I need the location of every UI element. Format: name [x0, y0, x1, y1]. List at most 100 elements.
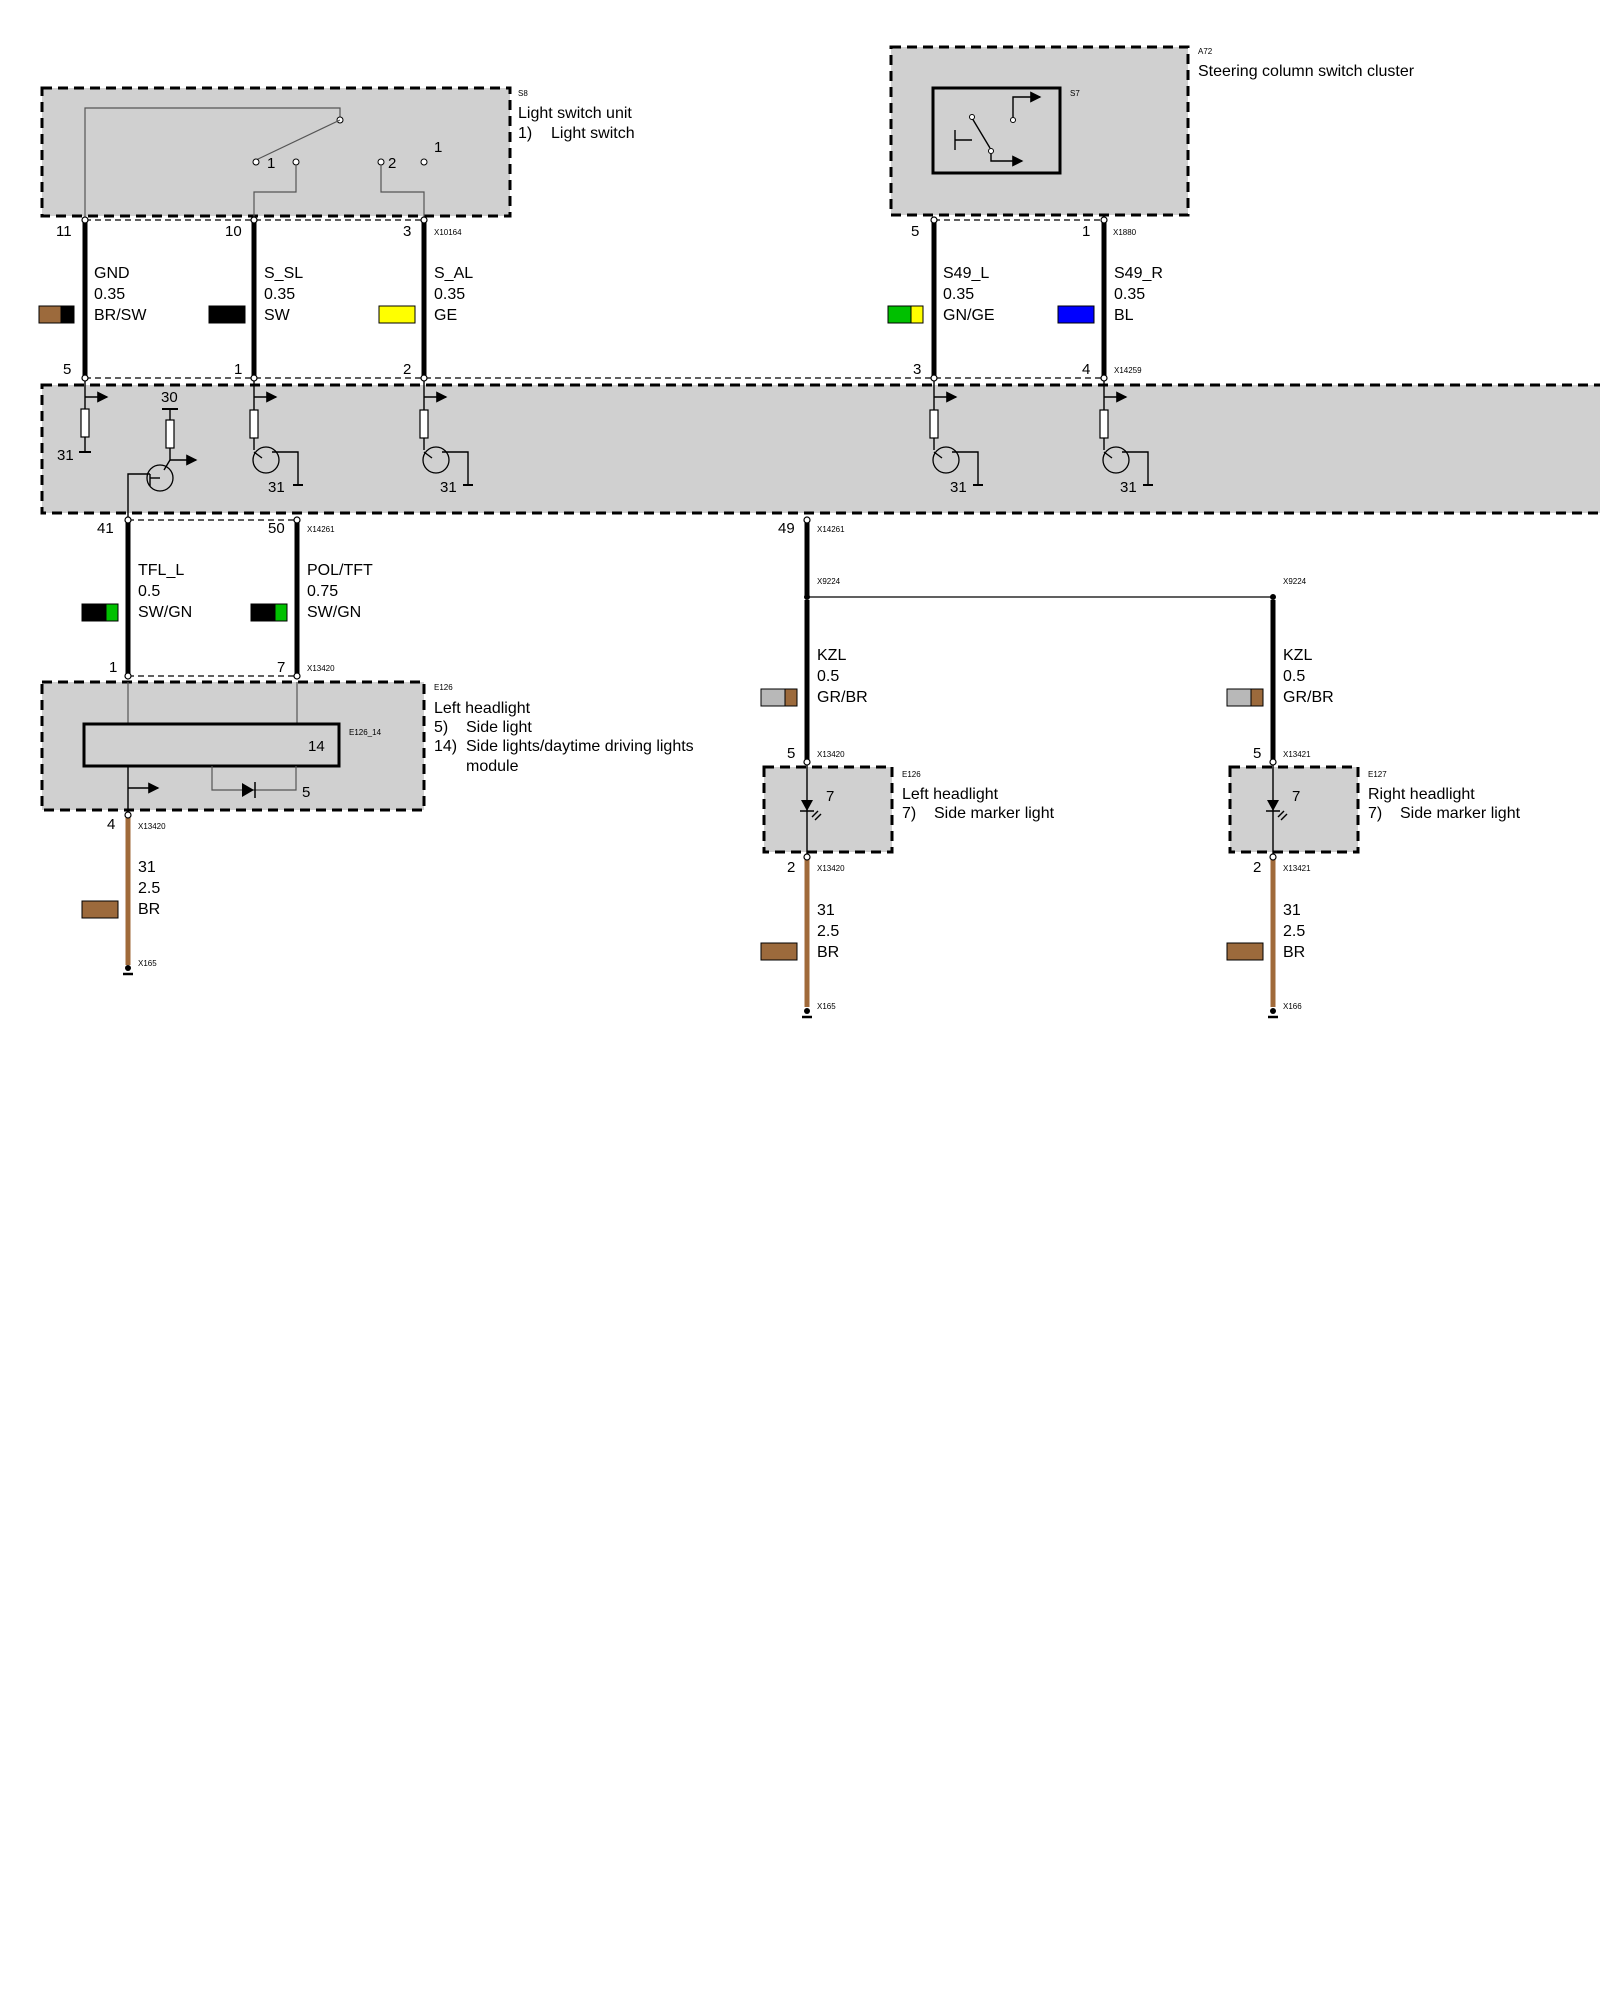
wire-color-swatch	[250, 603, 276, 622]
wire-name: S_SL	[264, 265, 303, 282]
pin-number: 1	[1082, 223, 1090, 240]
wire-size: 0.35	[434, 286, 465, 303]
wire-color: GN/GE	[943, 307, 995, 324]
wire-name: S49_R	[1114, 265, 1163, 282]
component-item-label: Side light	[466, 719, 532, 736]
wire-s49-r: S49_R 0.35 BL	[1057, 220, 1163, 378]
wire-color-swatch	[887, 305, 912, 324]
wire-color: BR	[817, 944, 839, 961]
supply-label: 30	[161, 389, 178, 406]
pin-number: 2	[1253, 859, 1261, 876]
wire-ground-31: 31 2.5 BR X165	[81, 815, 160, 976]
component-item-num: 14)	[434, 738, 457, 755]
steering-column-switch-cluster: S7 A72 Steering column switch cluster	[889, 45, 1415, 217]
component-item-num: 7)	[1368, 805, 1382, 822]
wire-s-sl: S_SL 0.35 SW	[208, 220, 303, 378]
component-item-label: Side lights/daytime driving lights	[466, 738, 694, 755]
wire-color-swatch	[1250, 688, 1264, 707]
switch-number: 1	[434, 139, 442, 156]
connector-id: X14261	[307, 525, 335, 534]
wire-name: 31	[138, 859, 156, 876]
ground-label: 31	[57, 447, 74, 464]
pin-number: 5	[63, 361, 71, 378]
wire-name: S49_L	[943, 265, 989, 282]
pin-number: 4	[107, 816, 115, 833]
component-item-label: Side marker light	[1400, 805, 1521, 822]
component-ref: E126	[434, 683, 453, 692]
pin-number: 3	[913, 361, 921, 378]
ground-label: 31	[268, 479, 285, 496]
connector-id: X13420	[138, 822, 166, 831]
wire-color-swatch	[760, 688, 786, 707]
connector-id: X13421	[1283, 750, 1311, 759]
wire-kzl-left: KZL 0.5 GR/BR	[760, 600, 868, 762]
wire-color: BR/SW	[94, 307, 147, 324]
wire-name: S_AL	[434, 265, 473, 282]
wire-name: TFL_L	[138, 562, 184, 579]
component-item-label: Light switch	[551, 125, 635, 142]
ground-point-id: X165	[817, 1002, 836, 1011]
pin-number: 2	[403, 361, 411, 378]
wire-s-al: S_AL 0.35 GE	[378, 220, 473, 378]
component-item-num: 7)	[902, 805, 916, 822]
ground-point-id: X166	[1283, 1002, 1302, 1011]
ground-label: 31	[1120, 479, 1137, 496]
wire-color-swatch	[1057, 305, 1095, 324]
wire-color: SW/GN	[138, 604, 192, 621]
pin-number: 1	[109, 659, 117, 676]
connector-id: X1880	[1113, 228, 1137, 237]
light-number: 7	[1292, 788, 1300, 805]
component-title: Right headlight	[1368, 786, 1475, 803]
wire-size: 2.5	[138, 880, 160, 897]
wire-color: SW/GN	[307, 604, 361, 621]
pin-number: 50	[268, 520, 285, 537]
wire-color-swatch	[60, 305, 75, 324]
control-module: 31 30 31	[40, 378, 1600, 520]
input-channel: 31	[249, 378, 303, 496]
wire-s49-l: S49_L 0.35 GN/GE	[887, 220, 995, 378]
wire-color: BR	[1283, 944, 1305, 961]
wire-size: 2.5	[817, 923, 839, 940]
wire-ground-31: 31 2.5 BR X166	[1226, 857, 1305, 1019]
wire-size: 0.5	[138, 583, 160, 600]
inner-module-number: 14	[308, 738, 325, 755]
wire-size: 0.35	[264, 286, 295, 303]
wire-size: 0.35	[1114, 286, 1145, 303]
component-ref: S8	[518, 89, 528, 98]
wire-ground-31: 31 2.5 BR X165	[760, 857, 839, 1019]
wire-color: BL	[1114, 307, 1134, 324]
wire-size: 0.5	[1283, 668, 1305, 685]
wire-pol-tft: POL/TFT 0.75 SW/GN	[250, 520, 373, 676]
connector-markers	[81, 216, 1277, 861]
wire-size: 2.5	[1283, 923, 1305, 940]
component-ref: E126	[902, 770, 921, 779]
switch-number: 2	[388, 155, 396, 172]
wire-color-swatch	[81, 603, 107, 622]
wire-name: KZL	[817, 647, 846, 664]
wire-color: SW	[264, 307, 291, 324]
pin-number: 5	[1253, 745, 1261, 762]
wire-color-swatch	[910, 305, 924, 324]
pin-number: 10	[225, 223, 242, 240]
splice-id: X9224	[1283, 577, 1307, 586]
wire-color-swatch	[38, 305, 62, 324]
component-item-num: 5)	[434, 719, 448, 736]
ground-label: 31	[440, 479, 457, 496]
wire-size: 0.75	[307, 583, 338, 600]
wire-name: 31	[1283, 902, 1301, 919]
component-title: Light switch unit	[518, 105, 632, 122]
wire-size: 0.35	[94, 286, 125, 303]
component-title: Left headlight	[902, 786, 999, 803]
wire-color: GE	[434, 307, 457, 324]
component-ref: E127	[1368, 770, 1387, 779]
connector-id: X13421	[1283, 864, 1311, 873]
input-channel: 31	[1099, 378, 1153, 496]
wire-tfl-l: TFL_L 0.5 SW/GN	[81, 520, 192, 676]
ground-label: 31	[950, 479, 967, 496]
splice-id: X9224	[817, 577, 841, 586]
wire-color-swatch	[1226, 688, 1252, 707]
pin-number: 5	[787, 745, 795, 762]
component-title: Left headlight	[434, 700, 531, 717]
wire-color-swatch	[378, 305, 416, 324]
light-switch-unit: 1 2 1 S8 Light switch unit 1) Light swit…	[40, 86, 635, 220]
